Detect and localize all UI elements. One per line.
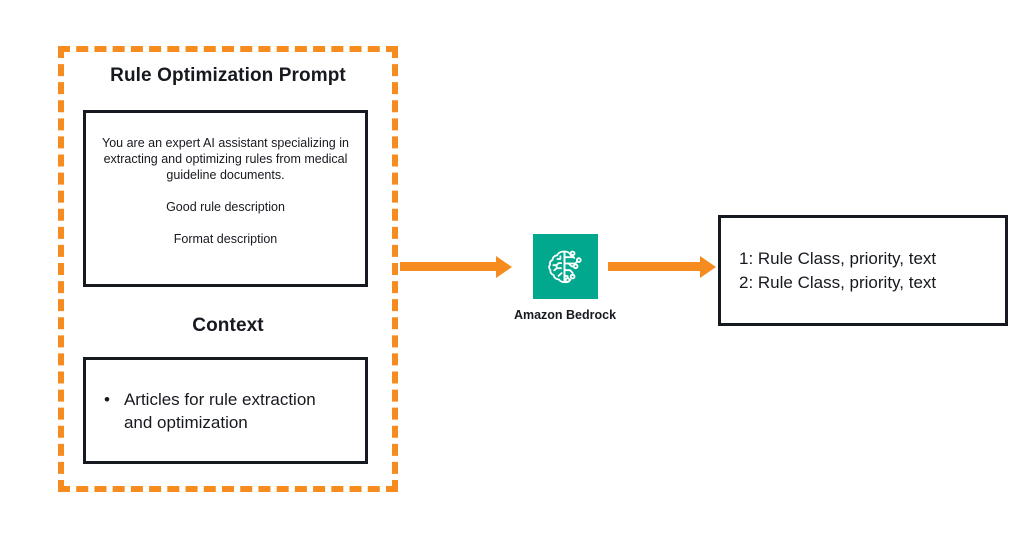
bullet-icon: • [104, 389, 110, 409]
context-text-box: • Articles for rule extraction and optim… [83, 357, 368, 464]
output-box: 1: Rule Class, priority, text 2: Rule Cl… [718, 215, 1008, 326]
context-bullet-text: Articles for rule extraction and optimiz… [123, 389, 316, 432]
prompt-line-good-rule: Good rule description [166, 200, 285, 214]
prompt-line-format: Format description [173, 232, 278, 246]
prompt-text-box: You are an expert AI assistant specializ… [83, 110, 368, 287]
arrow-model-to-output [608, 262, 701, 271]
prompt-line-system: You are an expert AI assistant specializ… [102, 136, 349, 182]
output-line-1: 1: Rule Class, priority, text [739, 248, 937, 268]
amazon-bedrock-node: Amazon Bedrock [501, 234, 629, 322]
output-line-2: 2: Rule Class, priority, text [739, 272, 937, 292]
list-item: • Articles for rule extraction and optim… [104, 388, 339, 434]
prompt-section-heading: Rule Optimization Prompt [110, 65, 346, 86]
prompt-and-context-group [58, 46, 398, 492]
amazon-bedrock-label: Amazon Bedrock [513, 308, 617, 322]
bedrock-brain-circuit-icon [532, 234, 598, 299]
context-section-heading: Context [192, 315, 264, 336]
arrow-prompt-to-model [400, 262, 497, 271]
